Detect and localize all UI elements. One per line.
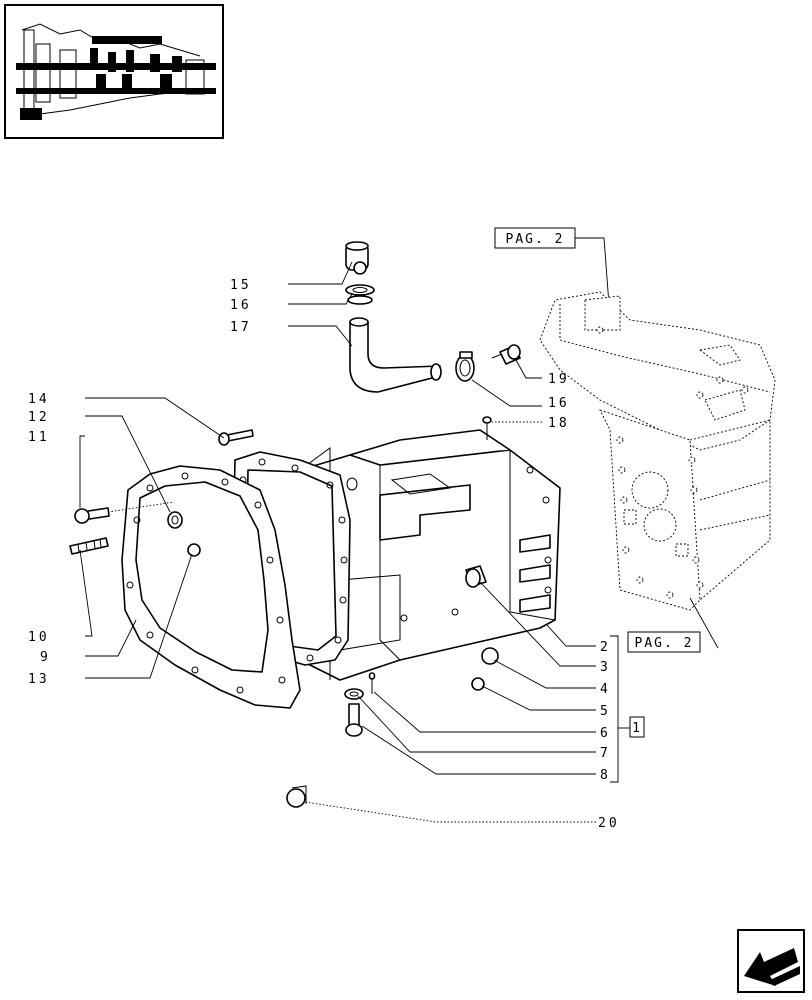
pin-6 [368,672,376,694]
bush-12 [167,511,183,529]
callout-6: 6 [600,726,611,741]
fitting-19 [491,344,521,365]
callout-20: 20 [598,816,620,831]
transmission-section-thumbnail[interactable] [4,4,224,139]
page-ref-right-leader [689,597,719,649]
callout-17: 17 [230,320,252,335]
hose-clamp-16-lower [455,351,475,382]
leader-lines [79,261,630,823]
hose-17 [349,317,442,393]
callout-10: 10 [28,630,50,645]
callout-12: 12 [28,410,50,425]
callout-19: 19 [548,372,570,387]
page-ref-top-label: PAG. 2 [506,232,565,247]
group-ref-label: 1 [632,721,642,736]
callout-5: 5 [600,704,611,719]
plug-4 [481,647,499,665]
callout-7: 7 [600,746,611,761]
plug-5 [471,677,485,691]
callout-11: 11 [28,430,50,445]
page-ref-right-label: PAG. 2 [635,636,694,651]
callout-16-upper: 16 [230,298,252,313]
clutch-bell-housing [121,465,301,709]
callout-15: 15 [230,278,252,293]
callout-18: 18 [548,416,570,431]
previous-page-arrow-icon[interactable] [737,929,805,993]
gearbox-housing [299,429,561,681]
group-ref-box[interactable]: 1 [629,716,645,738]
washer-7 [344,688,364,700]
stud-10 [69,537,109,555]
callout-4: 4 [600,682,611,697]
page-ref-top-leader [575,237,611,319]
washer-16-upper [345,284,375,305]
rear-housing-ghost [539,291,776,611]
banjo-fitting-15 [345,241,369,275]
bolt-14 [218,429,254,446]
callout-3: 3 [600,660,611,675]
bush-3 [465,565,487,588]
callout-16-lower: 16 [548,396,570,411]
bolt-11 [74,507,110,524]
callout-14: 14 [28,392,50,407]
callout-13: 13 [28,672,50,687]
thumbnail-drawing [16,23,216,120]
bolt-8 [345,703,363,737]
callout-labels: 15 16 17 19 16 18 14 12 11 10 9 13 2 3 4… [28,278,620,831]
callout-2: 2 [600,640,611,655]
dowel-13 [187,543,201,557]
callout-8: 8 [600,768,611,783]
pin-18 [482,416,492,440]
callout-9: 9 [40,650,51,665]
plug-20 [286,785,307,808]
page-ref-right[interactable]: PAG. 2 [627,631,701,653]
page-ref-top[interactable]: PAG. 2 [494,227,576,249]
